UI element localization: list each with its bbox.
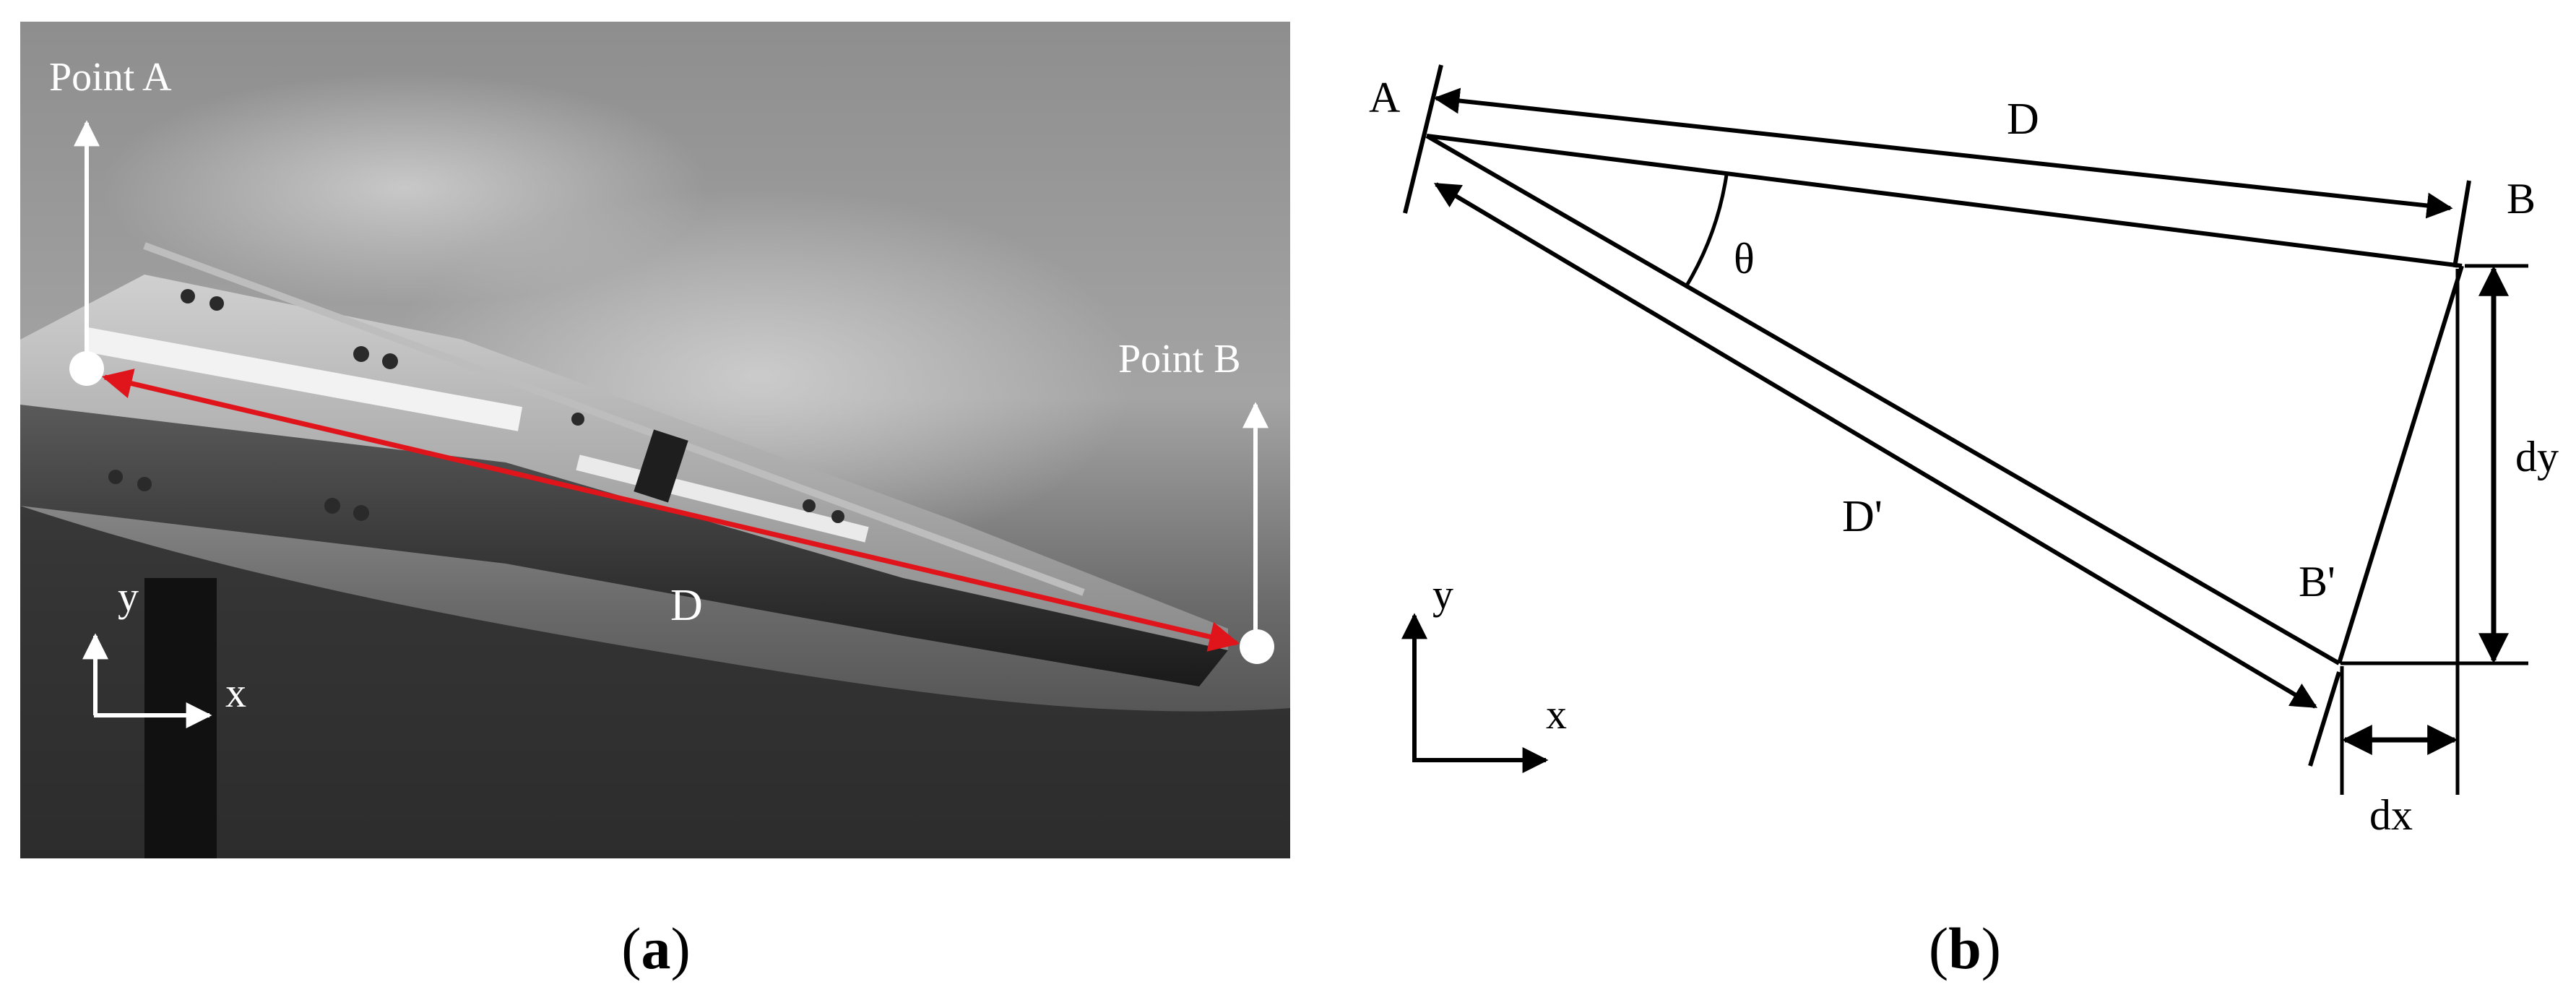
support-column: [144, 578, 217, 858]
panel-a: Point A Point B D y x (a): [20, 22, 1290, 981]
point-a-marker: [69, 351, 104, 386]
photo: [20, 22, 1290, 858]
side-ab-prime: [1425, 134, 2341, 665]
tick-b: [2452, 180, 2471, 268]
panel-b: A B B' D D' θ dy dx y x (b): [1369, 64, 2559, 981]
point-a-label: Point A: [49, 55, 172, 100]
caption-a: (a): [621, 915, 691, 981]
d-dimension-arrow: [1433, 87, 2453, 219]
caption-b: (b): [1929, 915, 2001, 981]
coordinate-axes-a: y x: [82, 573, 246, 728]
tick-b-prime: [2308, 671, 2341, 767]
label-d-prime: D': [1842, 492, 1883, 541]
y-axis-label-b: y: [1432, 571, 1453, 618]
x-axis-label-a: x: [225, 669, 246, 716]
coordinate-axes-b: y x: [1401, 571, 1567, 773]
label-a: A: [1369, 74, 1400, 121]
label-d: D: [2007, 95, 2039, 144]
theta-arc: [1685, 174, 1729, 287]
label-dx: dx: [2369, 791, 2413, 839]
side-b-b-prime: [2337, 265, 2464, 664]
distance-arrow: [101, 368, 1240, 652]
distance-label: D: [670, 581, 703, 630]
d-prime-dimension-arrow: [1433, 182, 2318, 709]
label-theta: θ: [1734, 235, 1755, 283]
x-axis-label-b: x: [1546, 691, 1567, 738]
point-b-marker: [1240, 629, 1274, 664]
label-b-prime: B': [2299, 558, 2335, 605]
label-b: B: [2507, 175, 2536, 223]
photo-highlight-2: [101, 72, 708, 303]
y-axis-label-a: y: [118, 573, 139, 620]
point-b-label: Point B: [1118, 337, 1241, 382]
label-dy: dy: [2515, 433, 2559, 480]
